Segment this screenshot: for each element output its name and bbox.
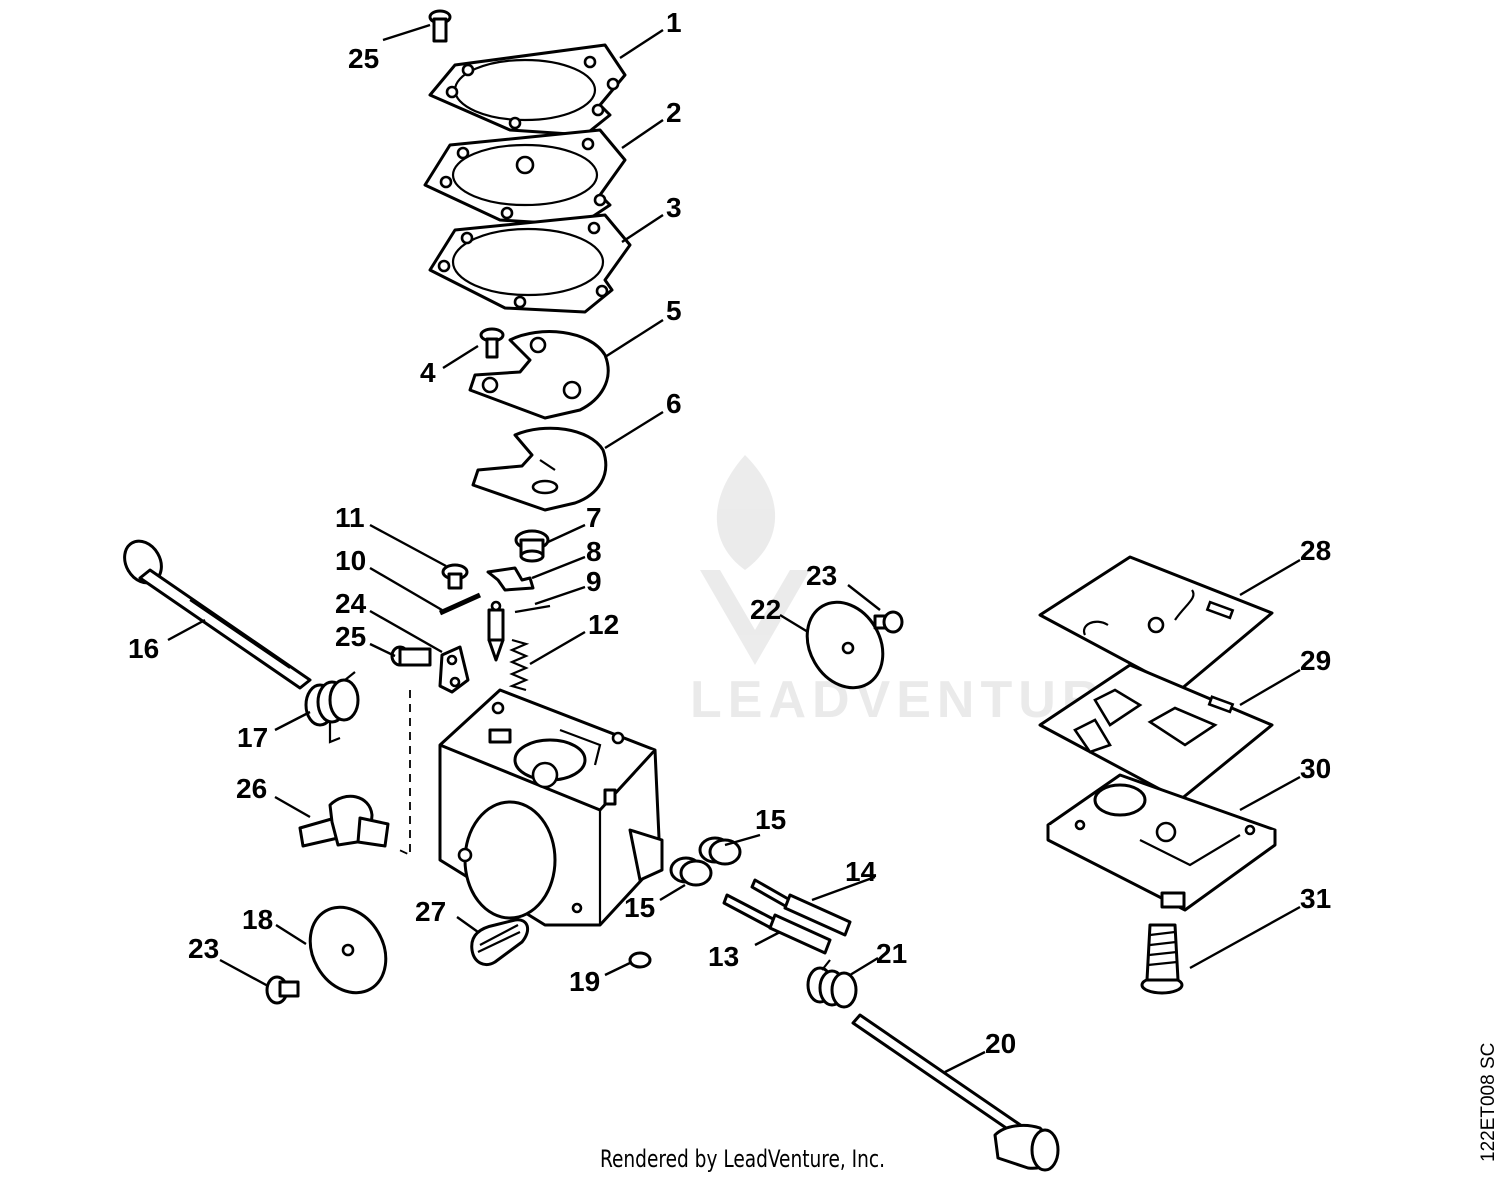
part-20-choke-shaft — [851, 1013, 1060, 1172]
leader-lines — [167, 23, 1301, 1074]
callout-23-lower: 23 — [188, 933, 219, 964]
part-16-throttle-shaft — [123, 539, 312, 690]
carburetor-body — [438, 688, 664, 927]
callout-16: 16 — [128, 633, 159, 664]
callout-29: 29 — [1300, 645, 1331, 676]
part-15-spring-lower — [669, 856, 713, 887]
part-29-diaphragm-gasket — [1038, 663, 1274, 802]
callout-15-lower: 15 — [624, 892, 655, 923]
part-31-screw — [1140, 891, 1186, 995]
part-2-metering-diaphragm — [423, 128, 627, 227]
part-28-gasket — [1038, 555, 1274, 692]
part-17-spring — [304, 671, 360, 744]
callout-5: 5 — [666, 295, 682, 326]
callout-10: 10 — [335, 545, 366, 576]
callout-17: 17 — [237, 722, 268, 753]
part-22-choke-valve — [805, 600, 885, 690]
callout-14: 14 — [845, 856, 877, 887]
part-6-plate — [471, 426, 608, 512]
part-25-screw-lower — [390, 645, 432, 667]
callout-25-top: 25 — [348, 43, 379, 74]
callout-15-upper: 15 — [755, 804, 786, 835]
part-27-screen — [470, 918, 530, 966]
inlet-needle — [487, 600, 505, 662]
callout-11: 11 — [335, 502, 365, 533]
callout-27: 27 — [415, 896, 446, 927]
callout-19: 19 — [569, 966, 600, 997]
drawing-code-label: 122ET008 SC — [1478, 1042, 1499, 1162]
part-21-spring — [806, 959, 858, 1009]
callout-2: 2 — [666, 97, 682, 128]
part-8-inlet-control-lever — [486, 566, 535, 592]
callout-3: 3 — [666, 192, 682, 223]
callout-9: 9 — [586, 566, 602, 597]
callout-28: 28 — [1300, 535, 1331, 566]
part-15-spring-upper — [698, 836, 742, 866]
callout-21: 21 — [876, 938, 907, 969]
callout-22: 22 — [750, 594, 781, 625]
part-9-spindle — [514, 604, 551, 614]
part-10-pin — [438, 592, 482, 616]
part-25-screw-top — [428, 9, 452, 43]
part-14-high-speed-screw — [750, 878, 852, 937]
callout-20: 20 — [985, 1028, 1016, 1059]
callout-18: 18 — [242, 904, 273, 935]
part-18-throttle-valve — [308, 905, 388, 995]
watermark-logo-icon — [700, 455, 810, 665]
part-24-clip — [438, 645, 470, 694]
callout-23-upper: 23 — [806, 560, 837, 591]
callout-4: 4 — [420, 357, 436, 388]
callout-numbers: 1 2 3 4 5 6 7 8 9 10 11 12 13 14 15 15 1… — [128, 7, 1331, 1059]
callout-6: 6 — [666, 388, 682, 419]
callout-24: 24 — [335, 588, 367, 619]
part-7-plug — [514, 529, 550, 563]
part-11-screw — [441, 563, 469, 590]
callout-25-lower: 25 — [335, 621, 366, 652]
part-23-screw-lower — [265, 975, 300, 1005]
rendered-by-caption: Rendered by LeadVenture, Inc. — [600, 1145, 886, 1173]
part-3-gasket — [428, 213, 632, 314]
callout-7: 7 — [586, 502, 602, 533]
part-26-elbow-connector — [298, 794, 390, 848]
part-13-low-speed-screw — [722, 893, 832, 955]
callout-30: 30 — [1300, 753, 1331, 784]
alignment-line — [394, 690, 411, 857]
callout-1: 1 — [666, 7, 682, 38]
part-1-carburetor-cover — [428, 43, 627, 137]
callout-13: 13 — [708, 941, 739, 972]
callout-8: 8 — [586, 536, 602, 567]
callout-26: 26 — [236, 773, 267, 804]
part-23-screw-upper — [873, 610, 904, 634]
callout-12: 12 — [588, 609, 619, 640]
part-4-screw — [479, 327, 505, 359]
part-12-spring — [508, 638, 530, 692]
part-30-pump-cover — [1046, 773, 1277, 912]
part-19-e-clip — [628, 951, 652, 969]
callout-31: 31 — [1300, 883, 1331, 914]
part-5-plate — [468, 330, 610, 420]
